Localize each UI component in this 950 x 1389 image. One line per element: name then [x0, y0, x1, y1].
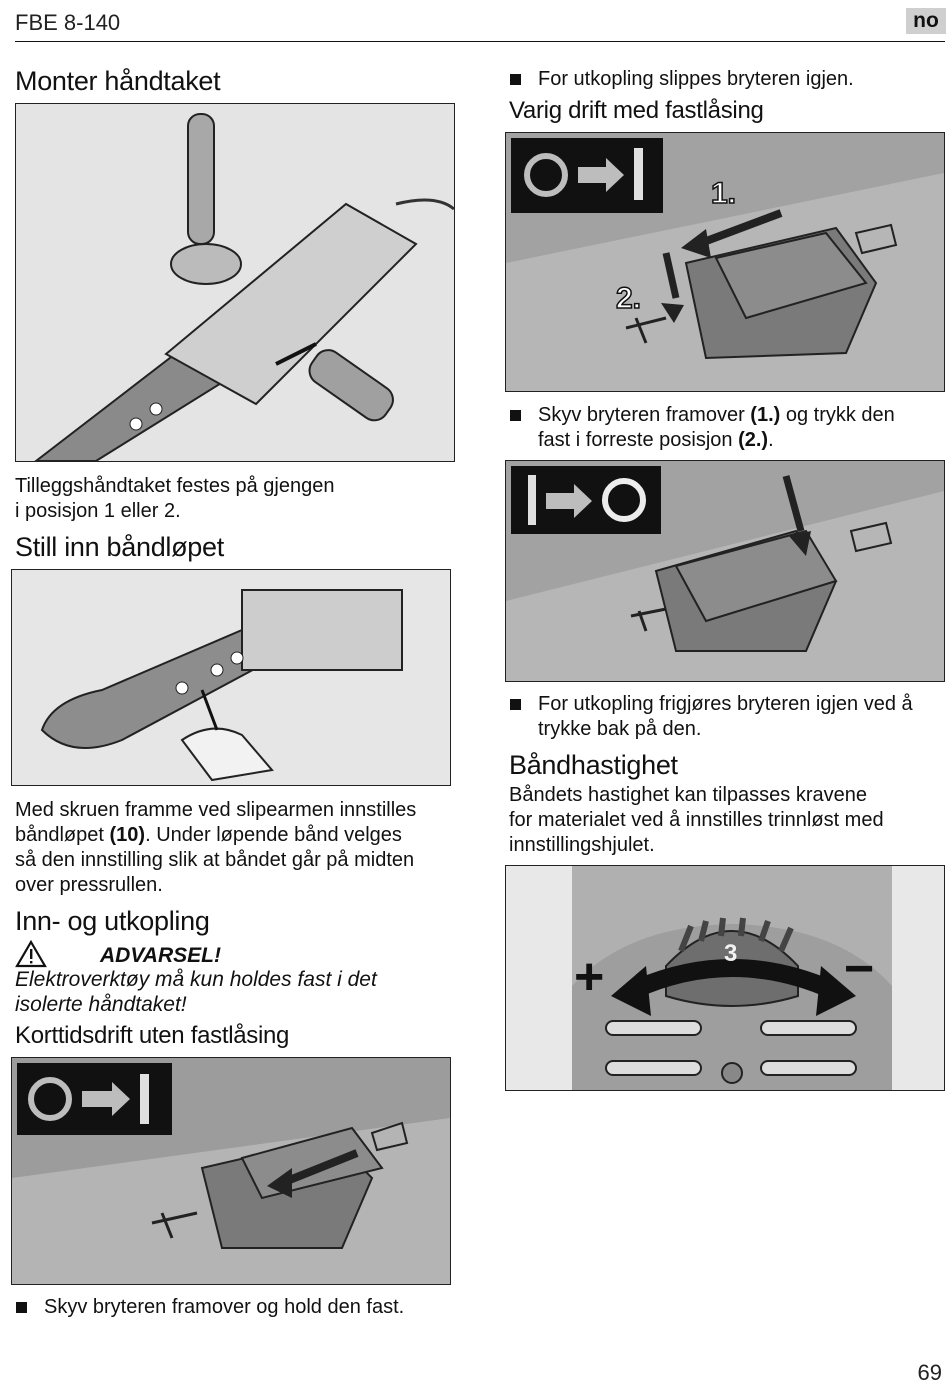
warning-title: ADVARSEL! [100, 944, 221, 967]
heading-belt-speed: Båndhastighet [509, 750, 678, 780]
paragraph-line: båndløpet (10). Under løpende bånd velge… [15, 823, 416, 848]
bullet-lock: Skyv bryteren framover (1.) og trykk den… [510, 403, 940, 455]
paragraph-line: Med skruen framme ved slipearmen innstil… [15, 799, 417, 821]
bullet-text: Skyv bryteren framover og hold den fast. [44, 1296, 405, 1318]
figure-label-step2: 2. [616, 282, 641, 315]
text-run: . Under løpende bånd velges [145, 824, 402, 846]
bullet-square-icon [16, 1302, 27, 1313]
paragraph-line: over pressrullen. [15, 874, 163, 896]
text-run: båndløpet [15, 824, 110, 846]
heading-momentary-operation: Korttidsdrift uten fastlåsing [15, 1022, 290, 1049]
text-run: fast i forreste posisjon [538, 429, 739, 451]
speed-plus-symbol: + [574, 948, 604, 1006]
paragraph-line: Tilleggshåndtaket festes på gjengen [15, 475, 335, 497]
figure-unlock-switch [505, 460, 945, 682]
bullet-release: For utkopling slippes bryteren igjen. [510, 67, 940, 93]
text-run: Skyv bryteren framover [538, 404, 751, 426]
figure-adjust-belt [11, 569, 451, 786]
bullet-line: trykke bak på den. [538, 718, 702, 740]
step-reference: (2.) [738, 429, 769, 451]
heading-adjust-belt: Still inn båndløpet [15, 532, 224, 562]
reference-number: (10) [109, 824, 146, 846]
heading-mount-handle: Monter håndtaket [15, 66, 221, 96]
text-run: og trykk den [780, 404, 895, 426]
paragraph-mount-handle: Tilleggshåndtaket festes på gjengen i po… [15, 474, 334, 524]
bullet-text: Skyv bryteren framover (1.) og trykk den… [538, 403, 895, 453]
paragraph-line: for materialet ved å innstilles trinnløs… [509, 809, 884, 831]
header-divider [15, 41, 945, 42]
warning-line: isolerte håndtaket! [15, 993, 187, 1016]
bullet-unlock: For utkopling frigjøres bryteren igjen v… [510, 692, 945, 744]
warning-line: Elektroverktøy må kun holdes fast i det [15, 968, 377, 991]
bullet-line: Skyv bryteren framover (1.) og trykk den [538, 403, 895, 428]
bullet-text: For utkopling slippes bryteren igjen. [538, 68, 854, 90]
bullet-line: fast i forreste posisjon (2.). [538, 428, 895, 453]
warning-text: Elektroverktøy må kun holdes fast i det … [15, 967, 377, 1017]
bullet-square-icon [510, 410, 521, 421]
speed-minus-symbol: − [844, 940, 874, 998]
figure-continuous-switch: 1. 2. [505, 132, 945, 392]
text-run: . [768, 429, 774, 451]
figure-mount-handle [15, 103, 455, 462]
page-number: 69 [917, 1360, 942, 1385]
figure-speed-dial: 3 + − [505, 865, 945, 1091]
paragraph-line: så den innstilling slik at båndet går på… [15, 849, 415, 871]
bullet-square-icon [510, 74, 521, 85]
bullet-momentary: Skyv bryteren framover og hold den fast. [16, 1295, 456, 1321]
step-reference: (1.) [750, 404, 781, 426]
heading-continuous-operation: Varig drift med fastlåsing [509, 97, 764, 124]
paragraph-adjust-belt: Med skruen framme ved slipearmen innstil… [15, 798, 416, 898]
paragraph-line: Båndets hastighet kan tilpasses kravene [509, 784, 867, 806]
paragraph-line: i posisjon 1 eller 2. [15, 500, 181, 522]
paragraph-line: innstillingshjulet. [509, 834, 655, 856]
warning-triangle-icon [15, 939, 47, 968]
bullet-line: For utkopling frigjøres bryteren igjen v… [538, 693, 913, 715]
document-model: FBE 8-140 [15, 10, 121, 35]
bullet-text: For utkopling frigjøres bryteren igjen v… [538, 692, 913, 742]
heading-on-off: Inn- og utkopling [15, 906, 210, 936]
bullet-square-icon [510, 699, 521, 710]
figure-momentary-switch [11, 1057, 451, 1285]
figure-label-step1: 1. [711, 177, 736, 210]
dial-value: 3 [724, 940, 737, 967]
language-badge: no [906, 8, 946, 34]
paragraph-belt-speed: Båndets hastighet kan tilpasses kravene … [509, 783, 884, 858]
